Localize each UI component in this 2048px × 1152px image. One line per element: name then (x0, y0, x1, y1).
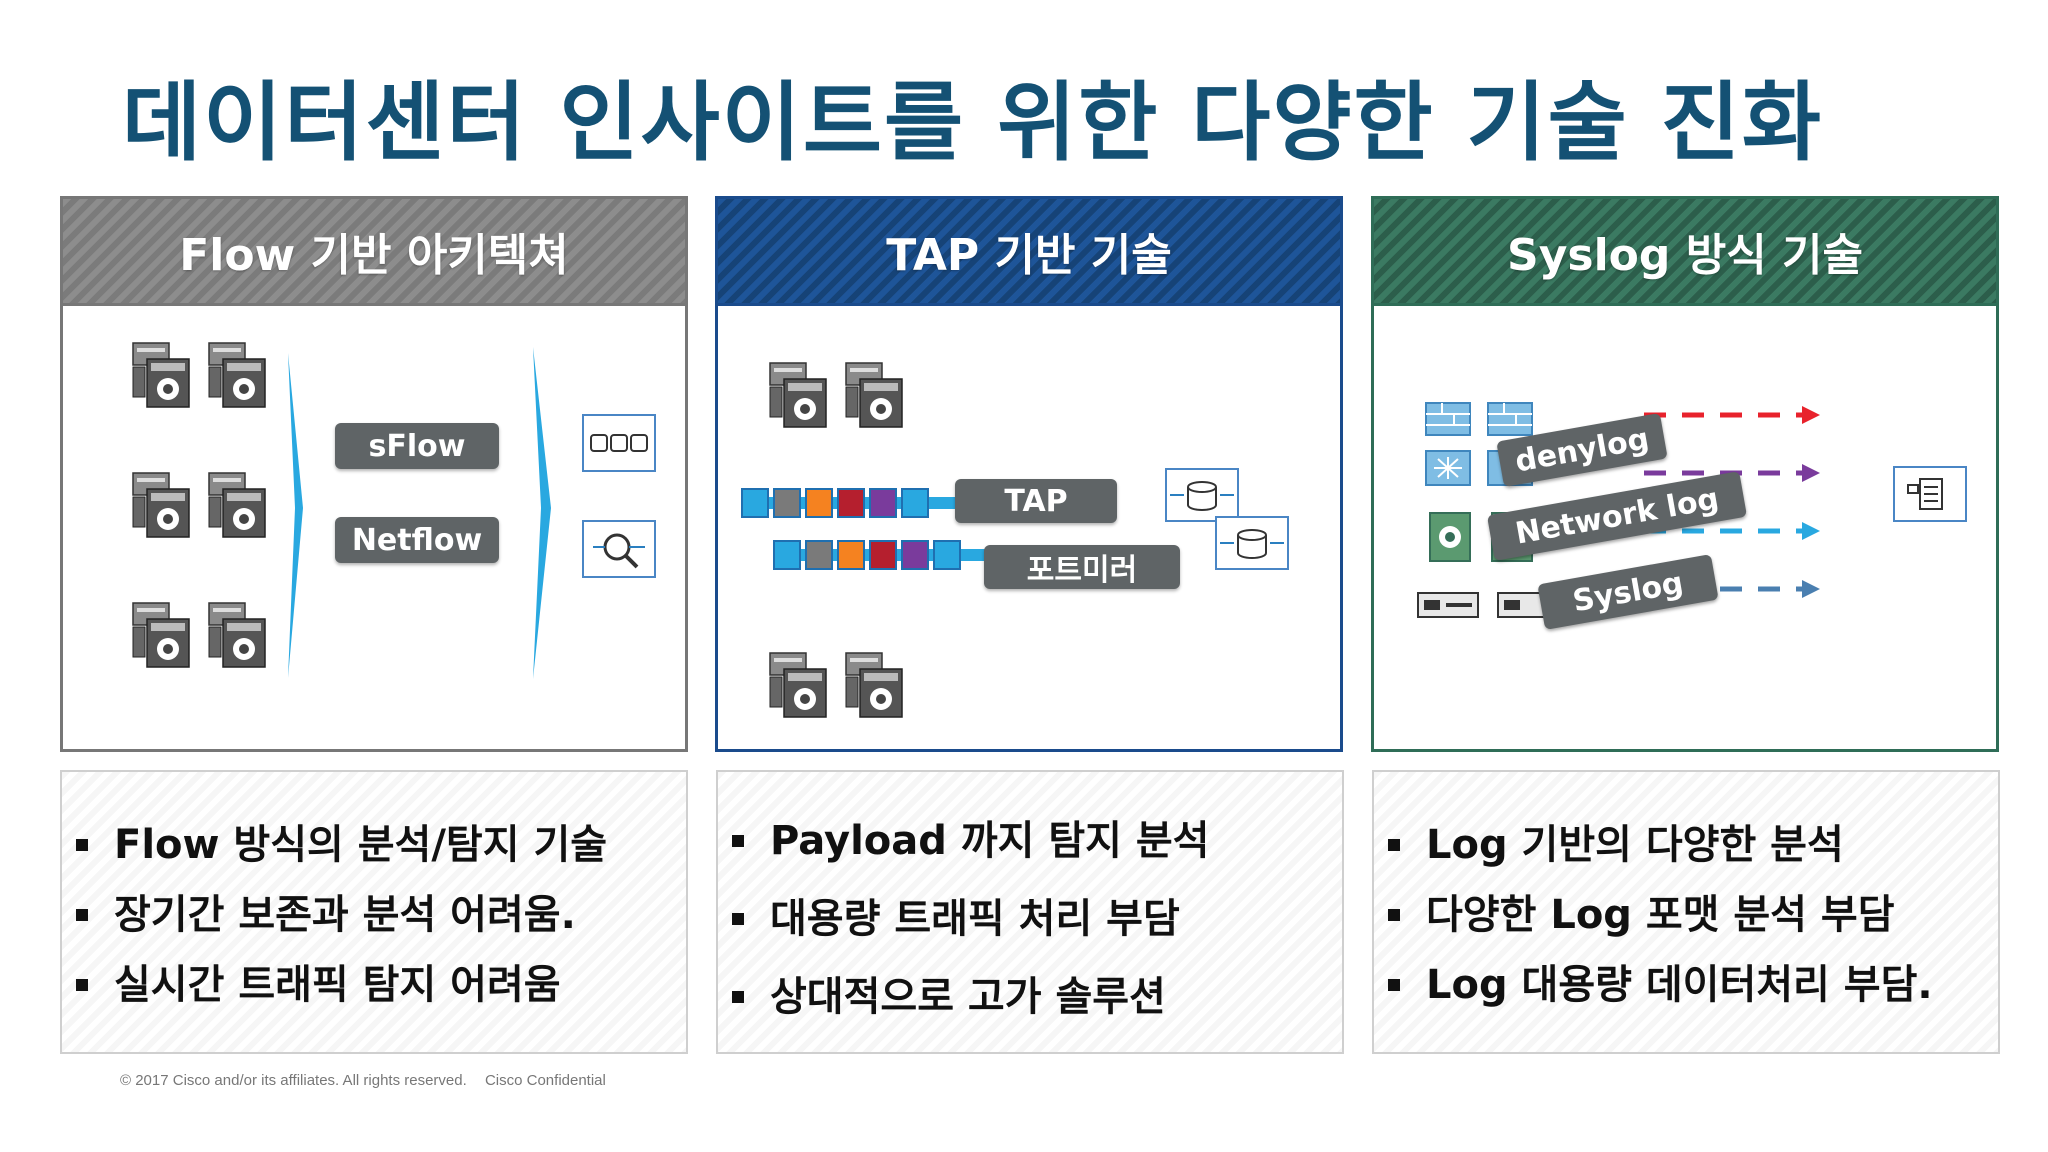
tap-diagram (741, 362, 1289, 718)
switch-stack-icon (132, 602, 266, 668)
tap-panel: TAP 기반 기술 TAP 포트미러 (715, 196, 1343, 752)
tap-panel-header: TAP 기반 기술 (718, 199, 1340, 306)
list-item: Log 대용량 데이터처리 부담. (1388, 950, 1998, 1020)
router-icon (1425, 450, 1471, 486)
flow-diagram (132, 342, 656, 679)
packet-row-1 (741, 488, 929, 518)
flow-panel-header: Flow 기반 아키텍쳐 (63, 199, 685, 306)
flow-arrow-right (533, 347, 551, 679)
list-item: 실시간 트래픽 탐지 어려움 (76, 950, 686, 1020)
footer: © 2017 Cisco and/or its affiliates. All … (120, 1072, 620, 1089)
analyzer-icon (582, 520, 656, 578)
sflow-label: sFlow (335, 423, 499, 469)
syslog-bullets: Log 기반의 다양한 분석 다양한 Log 포맷 분석 부담 Log 대용량 … (1372, 770, 2000, 1054)
flow-arrow-left (288, 353, 303, 678)
switch-stack-icon (132, 472, 266, 538)
list-item: Log 기반의 다양한 분석 (1388, 810, 1998, 880)
list-item: 상대적으로 고가 솔루션 (732, 958, 1342, 1036)
flow-panel: Flow 기반 아키텍쳐 sFlow Netflow (60, 196, 688, 752)
syslog-panel: Syslog 방식 기술 (1371, 196, 1999, 752)
page-title: 데이터센터 인사이트를 위한 다양한 기술 진화 (122, 73, 1823, 173)
list-item: 다양한 Log 포맷 분석 부담 (1388, 880, 1998, 950)
server-icon (1417, 592, 1479, 618)
list-item: Flow 방식의 분석/탐지 기술 (76, 810, 686, 880)
tap-label: TAP (955, 479, 1117, 523)
firewall-icon (1487, 402, 1533, 436)
switch-stack-icon (769, 362, 903, 428)
list-item: 대용량 트래픽 처리 부담 (732, 880, 1342, 958)
netflow-label: Netflow (335, 517, 499, 563)
storage-icon (1215, 516, 1289, 570)
log-collector-icon (1893, 466, 1967, 522)
switch-green-icon (1429, 512, 1471, 562)
list-item: 장기간 보존과 분석 어려움. (76, 880, 686, 950)
copyright-text: © 2017 Cisco and/or its affiliates. All … (120, 1072, 467, 1089)
syslog-panel-header: Syslog 방식 기술 (1374, 199, 1996, 306)
port-mirror-label: 포트미러 (984, 545, 1180, 589)
list-item: Payload 까지 탐지 분석 (732, 802, 1342, 880)
firewall-icon (1425, 402, 1471, 436)
tap-bullets: Payload 까지 탐지 분석 대용량 트래픽 처리 부담 상대적으로 고가 … (716, 770, 1344, 1054)
flow-bullets: Flow 방식의 분석/탐지 기술 장기간 보존과 분석 어려움. 실시간 트래… (60, 770, 688, 1054)
confidential-text: Cisco Confidential (484, 1072, 606, 1089)
storage-icon (582, 414, 656, 472)
switch-stack-icon (132, 342, 266, 408)
packet-row-2 (773, 540, 961, 570)
storage-icon (1165, 468, 1239, 522)
switch-stack-icon (769, 652, 903, 718)
